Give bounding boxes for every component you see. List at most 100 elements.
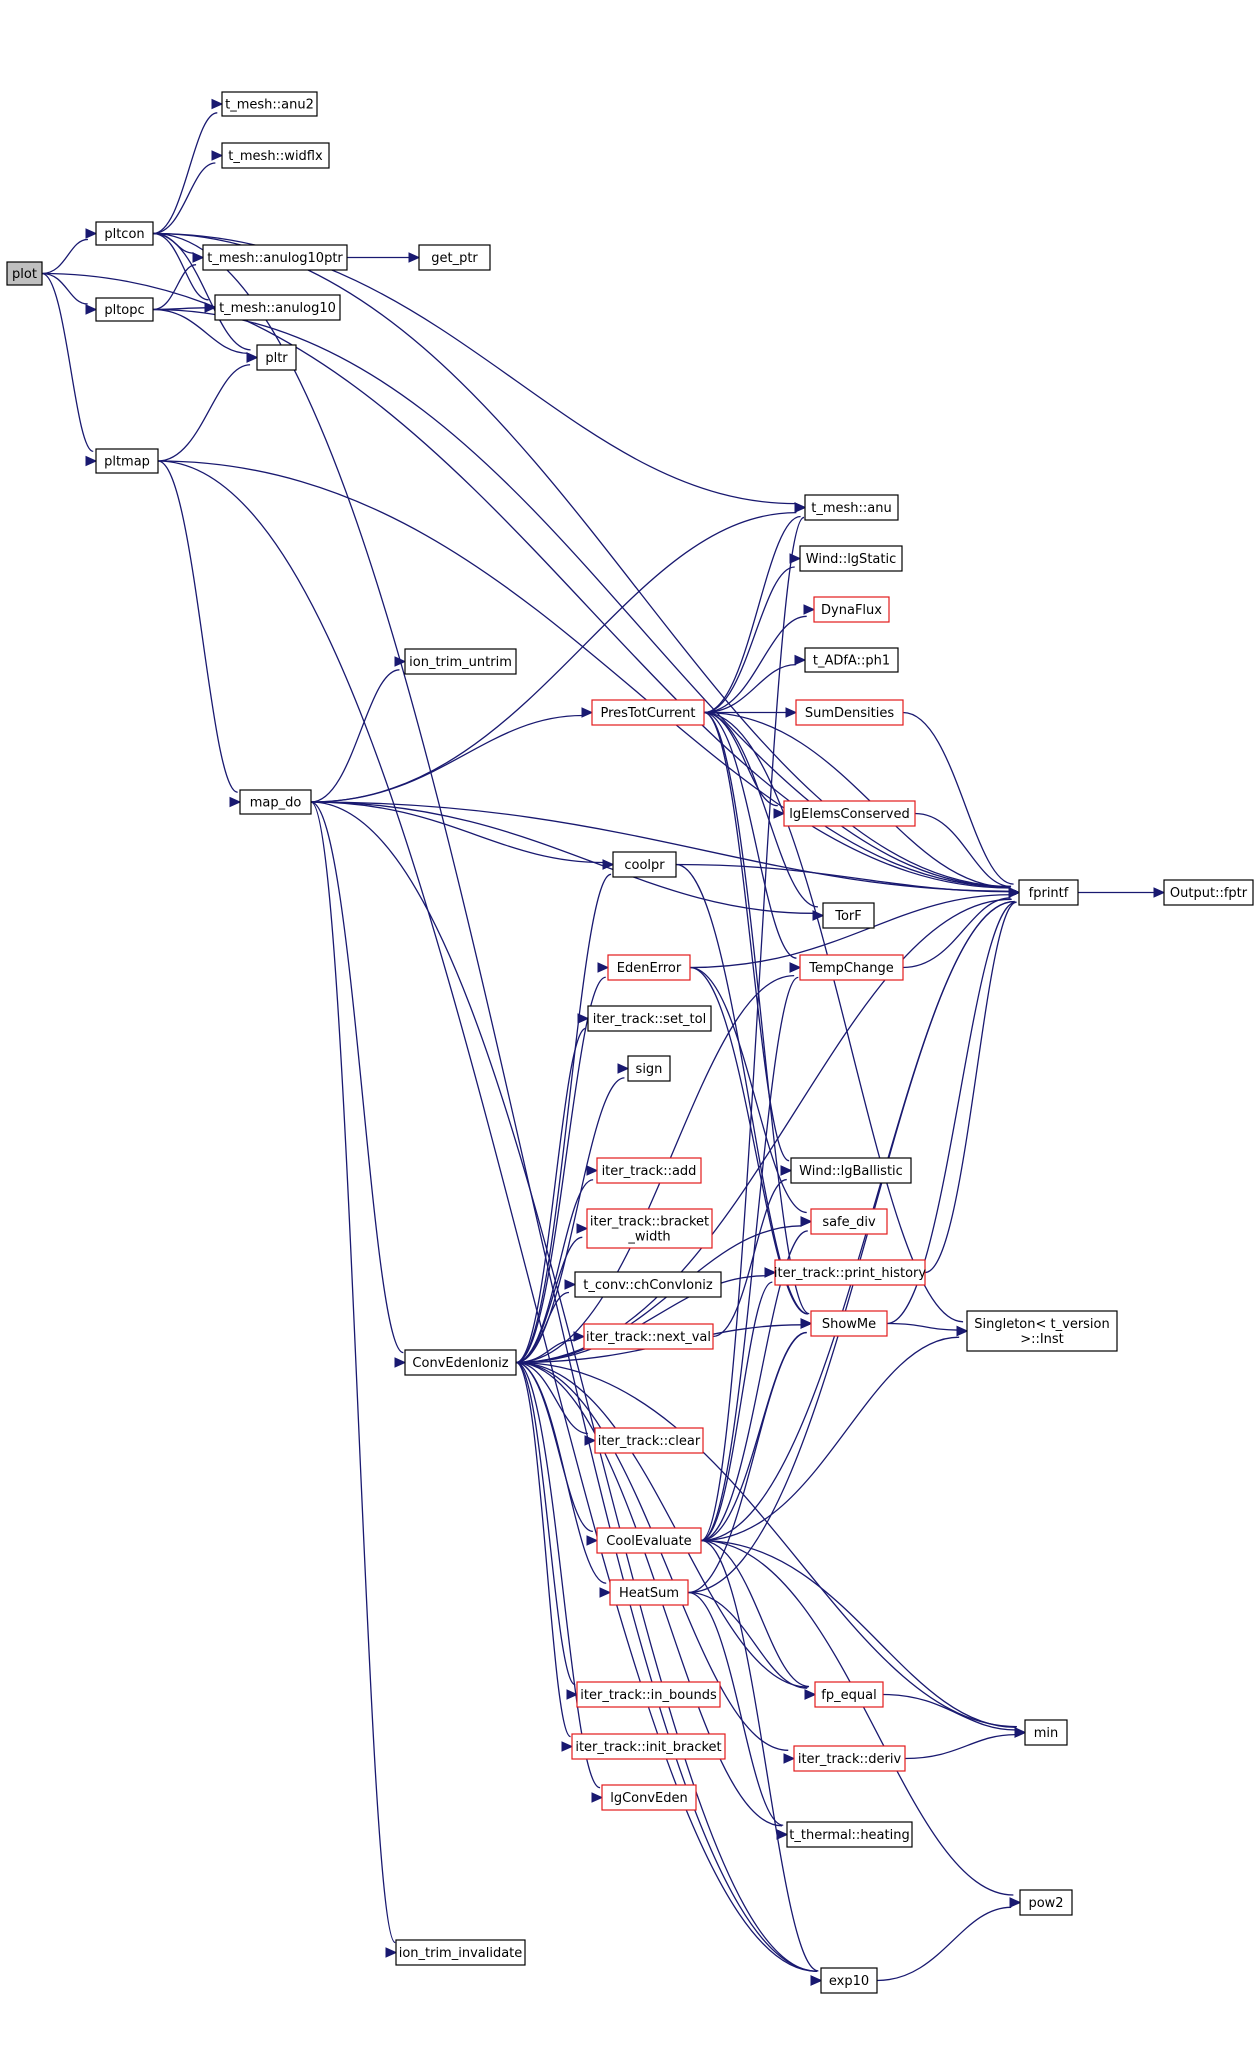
node-anulog10[interactable]: t_mesh::anulog10	[214, 294, 341, 321]
node-sign[interactable]: sign	[627, 1055, 671, 1082]
edge-line	[515, 1236, 583, 1364]
node-DynaFlux[interactable]: DynaFlux	[813, 596, 890, 623]
edge-map_do-to-anu	[310, 502, 807, 803]
edge-arrowhead	[576, 1223, 589, 1234]
node-fprintf[interactable]: fprintf	[1018, 879, 1079, 906]
edge-line	[152, 232, 209, 301]
node-label: Wind::lgBallistic	[799, 1164, 903, 1179]
node-box	[214, 294, 341, 321]
node-label: fp_equal	[821, 1688, 876, 1703]
node-pltopc[interactable]: pltopc	[95, 297, 154, 322]
edge-plot-to-pltmap	[41, 272, 98, 467]
node-HeatSum[interactable]: HeatSum	[609, 1579, 689, 1606]
node-lgConvEden[interactable]: lgConvEden	[601, 1784, 697, 1811]
edge-line	[689, 966, 808, 1315]
node-init_bracket[interactable]: iter_track::init_bracket	[571, 1733, 726, 1760]
node-plot[interactable]: plot	[6, 261, 43, 286]
edge-arrowhead	[229, 796, 242, 808]
node-label: ConvEdenIoniz	[412, 1356, 508, 1371]
node-box	[596, 1527, 702, 1554]
edge-arrowhead	[789, 962, 802, 973]
node-ph1[interactable]: t_ADfA::ph1	[804, 647, 899, 673]
node-box	[627, 1055, 671, 1082]
node-ion_trim_invalidate[interactable]: ion_trim_invalidate	[395, 1939, 526, 1966]
node-chConvIoniz[interactable]: t_conv::chConvIoniz	[574, 1271, 722, 1298]
node-box	[612, 851, 677, 878]
node-it_clear[interactable]: iter_track::clear	[594, 1427, 704, 1454]
node-EdenError[interactable]: EdenError	[607, 954, 691, 981]
node-bracket_width[interactable]: iter_track::bracket_width	[586, 1208, 713, 1249]
node-pltmap[interactable]: pltmap	[95, 448, 159, 474]
edge-line	[152, 232, 251, 351]
node-anu2[interactable]: t_mesh::anu2	[221, 91, 318, 117]
node-label: t_ADfA::ph1	[813, 654, 890, 669]
edge-arrowhead	[394, 656, 407, 667]
node-coolpr[interactable]: coolpr	[612, 851, 677, 878]
edge-arrowhead	[394, 1357, 407, 1368]
node-label: t_mesh::anulog10	[219, 301, 336, 316]
edge-arrowhead	[211, 98, 224, 110]
node-anu[interactable]: t_mesh::anu	[804, 494, 899, 521]
node-TorF[interactable]: TorF	[822, 902, 875, 929]
node-fp_equal[interactable]: fp_equal	[814, 1681, 884, 1708]
node-map_do[interactable]: map_do	[239, 789, 312, 815]
edge-line	[515, 1361, 594, 1533]
node-lgBallistic[interactable]: Wind::lgBallistic	[790, 1157, 912, 1184]
edge-arrowhead	[211, 150, 224, 161]
edge-line	[882, 1693, 1016, 1731]
node-lgElemsConserved[interactable]: lgElemsConserved	[783, 800, 916, 827]
node-pltcon[interactable]: pltcon	[95, 221, 154, 246]
node-lgStatic[interactable]: Wind::lgStatic	[799, 545, 903, 572]
edge-line	[687, 900, 1015, 1594]
node-label: iter_track::clear	[598, 1434, 701, 1449]
node-label: ion_trim_untrim	[409, 655, 512, 670]
node-label: safe_div	[822, 1215, 876, 1230]
edge-pltcon-to-anu	[152, 232, 807, 513]
node-ShowMe[interactable]: ShowMe	[810, 1310, 888, 1337]
node-pow2[interactable]: pow2	[1019, 1889, 1073, 1916]
node-print_history[interactable]: iter_track::print_history	[774, 1259, 926, 1286]
node-Singleton[interactable]: Singleton< t_version>::Inst	[966, 1310, 1118, 1352]
node-it_add[interactable]: iter_track::add	[596, 1157, 702, 1184]
node-heating[interactable]: t_thermal::heating	[786, 1821, 913, 1848]
edge-line	[310, 714, 583, 803]
node-ConvEdenIoniz[interactable]: ConvEdenIoniz	[404, 1349, 517, 1376]
edge-ConvEdenIoniz-to-it_clear	[515, 1361, 597, 1446]
node-PresTotCurrent[interactable]: PresTotCurrent	[591, 699, 705, 726]
edge-arrowhead	[803, 604, 816, 615]
node-next_val[interactable]: iter_track::next_val	[583, 1323, 714, 1350]
node-Output_fptr[interactable]: Output::fptr	[1163, 879, 1254, 906]
node-deriv[interactable]: iter_track::deriv	[793, 1745, 906, 1772]
node-pltr[interactable]: pltr	[256, 344, 297, 371]
edge-line	[152, 232, 1012, 888]
node-SumDensities[interactable]: SumDensities	[795, 699, 904, 726]
edge-arrowhead	[561, 1741, 574, 1752]
node-box	[594, 1427, 704, 1454]
node-TempChange[interactable]: TempChange	[799, 954, 904, 981]
edge-map_do-to-ion_trim_invalidate	[310, 801, 398, 1958]
node-box	[1019, 1889, 1073, 1916]
node-label: PresTotCurrent	[600, 706, 695, 721]
node-safe_div[interactable]: safe_div	[810, 1208, 888, 1235]
node-get_ptr[interactable]: get_ptr	[418, 244, 491, 271]
node-set_tol[interactable]: iter_track::set_tol	[587, 1005, 712, 1032]
node-min[interactable]: min	[1024, 1719, 1068, 1746]
node-exp10[interactable]: exp10	[820, 1967, 878, 1994]
node-label: iter_track::init_bracket	[575, 1740, 721, 1755]
node-box	[6, 261, 43, 286]
edge-ConvEdenIoniz-to-chConvIoniz	[515, 1279, 577, 1364]
node-in_bounds[interactable]: iter_track::in_bounds	[576, 1681, 721, 1708]
node-widflx[interactable]: t_mesh::widflx	[221, 142, 330, 169]
edge-line	[41, 272, 94, 453]
edge-arrowhead	[597, 962, 610, 973]
edge-ConvEdenIoniz-to-deriv	[515, 1361, 796, 1764]
node-CoolEvaluate[interactable]: CoolEvaluate	[596, 1527, 702, 1554]
node-ion_trim_untrim[interactable]: ion_trim_untrim	[404, 648, 517, 675]
edge-line	[924, 901, 1017, 1274]
node-anulog10ptr[interactable]: t_mesh::anulog10ptr	[202, 244, 348, 271]
edge-arrowhead	[800, 1318, 813, 1329]
edge-line	[310, 801, 818, 1972]
edge-arrowhead	[804, 1689, 817, 1700]
